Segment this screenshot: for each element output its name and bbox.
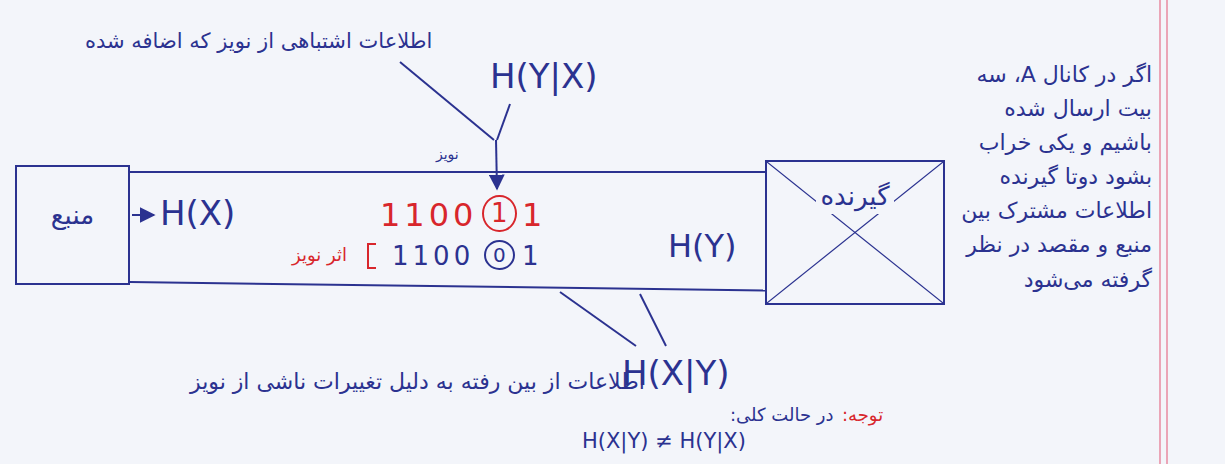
bracket [368, 244, 376, 268]
leader-line [497, 104, 510, 140]
bit-string: 1100 [392, 240, 474, 273]
formula: H(X|Y) ≠ H(Y|X) [582, 428, 746, 454]
note-text: در حالت کلی: [730, 404, 834, 427]
note-heading: توجه: [842, 404, 883, 427]
entropy-label: H(Y) [668, 226, 737, 266]
bit: 1 [522, 195, 542, 235]
source-arrow [132, 214, 154, 216]
channel-line [130, 171, 765, 173]
leader-line [400, 62, 494, 140]
circled-bit: 1 [482, 195, 517, 232]
entropy-label: H(X) [160, 192, 235, 235]
margin-line [1166, 0, 1168, 464]
entropy-label: H(Y|X) [490, 55, 598, 98]
node-label: منبع [47, 199, 98, 233]
channel-line [130, 282, 765, 291]
circled-bit: 0 [484, 240, 515, 270]
source-box: منبع [15, 165, 130, 285]
cross-line [767, 162, 943, 303]
annotation: اطلاعات از بین رفته به دلیل تغییرات ناشی… [190, 368, 645, 396]
entropy-label: H(X|Y) [622, 352, 730, 395]
receiver-box: گیرنده [765, 160, 945, 305]
leader-line [640, 294, 666, 346]
cross-line [767, 162, 943, 303]
bit-string: 1100 [380, 195, 477, 235]
annotation: اطلاعات اشتباهی از نویز که اضافه شده [85, 28, 432, 54]
leader-line [560, 292, 636, 346]
bit: 1 [522, 240, 539, 273]
noise-effect-label: اثر نویز [292, 244, 347, 267]
margin-line [1159, 0, 1161, 464]
side-note: اگر در کانال A، سه بیت ارسال شده باشیم و… [952, 58, 1152, 297]
node-label: گیرنده [816, 180, 893, 214]
noise-label: نویز [436, 146, 459, 164]
noise-arrow [496, 140, 497, 189]
